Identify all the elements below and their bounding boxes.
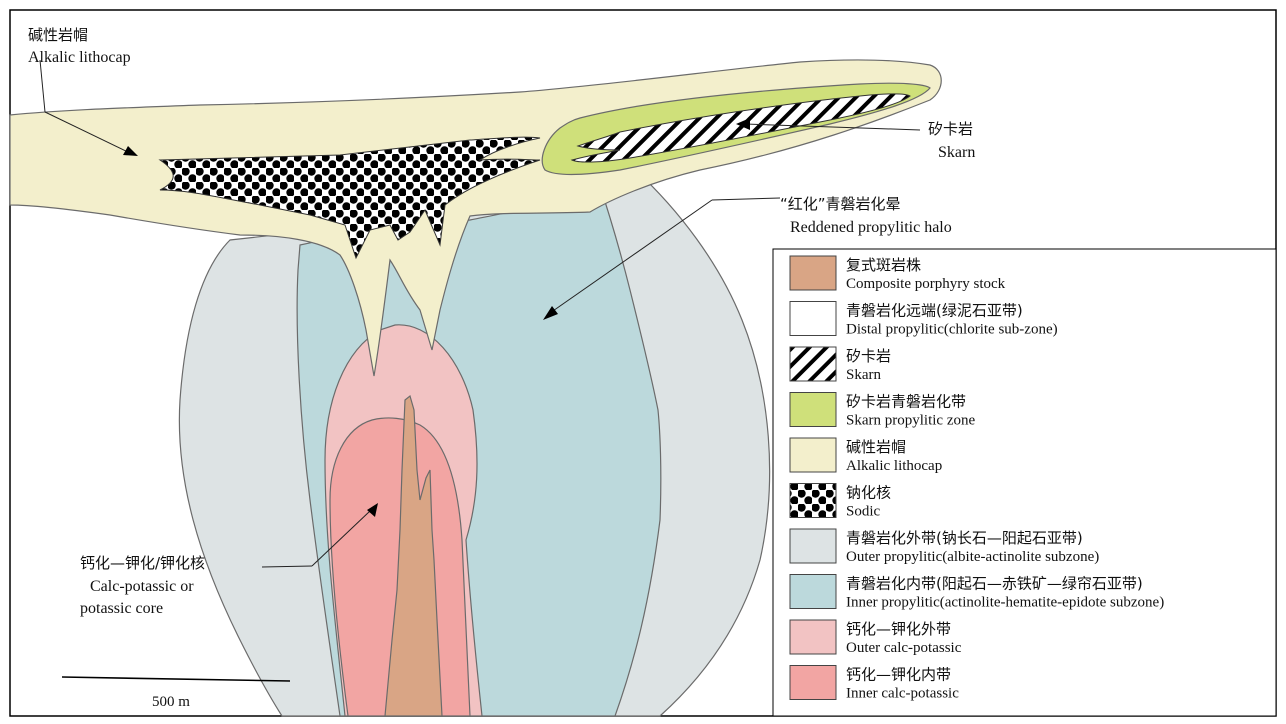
legend-label-cn-1: 复式斑岩株: [846, 256, 921, 274]
legend-label-cn-8: 青磐岩化内带(阳起石—赤铁矿—绿帘石亚带): [846, 575, 1143, 593]
legend-swatch-5: [790, 438, 836, 472]
skarn-label-cn: 矽卡岩: [928, 120, 973, 138]
legend-label-cn-2: 青磐岩化远端(绿泥石亚带): [846, 302, 1023, 320]
legend-swatch-3: [790, 347, 836, 381]
legend-label-cn-9: 钙化—钾化外带: [846, 620, 951, 638]
scale-bar-label: 500 m: [152, 694, 190, 710]
legend-label-cn-7: 青磐岩化外带(钠长石—阳起石亚带): [846, 529, 1083, 547]
legend-label-en-1: Composite porphyry stock: [846, 276, 1006, 292]
halo-label-cn: “红化”青磐岩化晕: [780, 195, 901, 213]
lithocap-label-en: Alkalic lithocap: [28, 49, 131, 66]
legend-label-en-6: Sodic: [846, 504, 881, 520]
legend-swatch-9: [790, 620, 836, 654]
core-label-en-2: potassic core: [80, 600, 163, 617]
core-label-cn: 钙化—钾化/钾化核: [80, 554, 205, 572]
legend-label-en-9: Outer calc-potassic: [846, 640, 962, 656]
legend-label-cn-3: 矽卡岩: [846, 347, 891, 365]
legend-label-cn-4: 矽卡岩青磐岩化带: [846, 393, 966, 411]
legend-swatch-1: [790, 256, 836, 290]
legend-swatch-2: [790, 302, 836, 336]
legend-label-cn-5: 碱性岩帽: [846, 438, 906, 456]
legend-label-cn-6: 钠化核: [846, 484, 891, 502]
legend-swatch-4: [790, 393, 836, 427]
legend-label-en-4: Skarn propylitic zone: [846, 413, 975, 429]
skarn-label-en: Skarn: [938, 144, 975, 161]
core-label-en-1: Calc-potassic or: [90, 578, 194, 595]
halo-label-en: Reddened propylitic halo: [790, 219, 952, 236]
legend-label-en-7: Outer propylitic(albite-actinolite subzo…: [846, 549, 1099, 565]
legend-swatch-7: [790, 529, 836, 563]
legend: 复式斑岩株 Composite porphyry stock 青磐岩化远端(绿泥石亚…: [773, 249, 1276, 716]
legend-label-en-5: Alkalic lithocap: [846, 458, 942, 474]
legend-label-en-3: Skarn: [846, 367, 881, 383]
legend-label-en-2: Distal propylitic(chlorite sub-zone): [846, 322, 1058, 338]
legend-swatch-6: [790, 484, 836, 518]
legend-label-en-8: Inner propylitic(actinolite-hematite-epi…: [846, 595, 1164, 611]
legend-swatch-8: [790, 575, 836, 609]
legend-swatch-10: [790, 666, 836, 700]
legend-label-cn-10: 钙化—钾化内带: [846, 666, 951, 684]
legend-label-en-10: Inner calc-potassic: [846, 686, 959, 702]
lithocap-label-cn: 碱性岩帽: [28, 26, 88, 44]
